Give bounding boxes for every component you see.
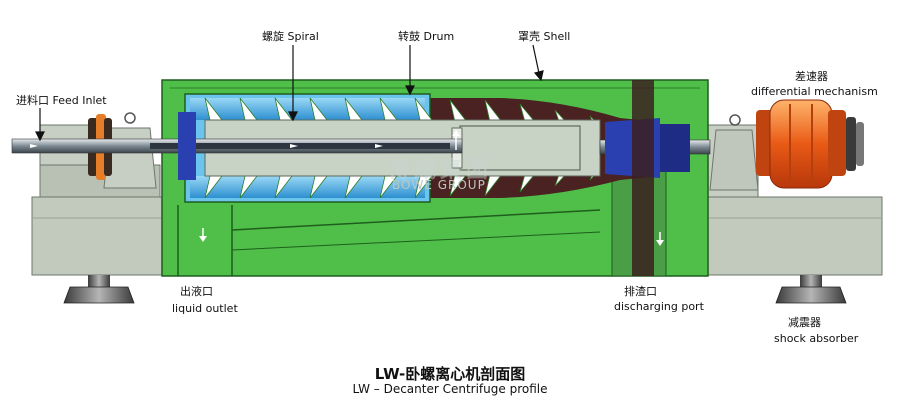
label-feed-inlet: 进料口 Feed Inlet: [16, 94, 107, 107]
label-shock-absorber-en: shock absorber: [774, 332, 859, 345]
discharge-chute: [632, 80, 654, 276]
label-shock-absorber-zh: 减震器: [788, 316, 821, 329]
caption-zh: LW-卧螺离心机剖面图: [374, 365, 526, 383]
label-differential-zh: 差速器: [795, 70, 828, 83]
watermark: BOWE GROUP: [392, 178, 486, 192]
shock-absorber-right: [775, 275, 847, 304]
left-bearing-assembly: [39, 112, 161, 198]
label-discharging-port-en: discharging port: [614, 300, 704, 313]
label-discharging-port-zh: 排渣口: [624, 285, 657, 298]
label-differential-en: differential mechanism: [751, 85, 878, 98]
callout-arrows: [35, 44, 544, 142]
label-liquid-outlet-en: liquid outlet: [172, 302, 238, 315]
shock-absorber-left: [63, 275, 135, 304]
watermark-logo: 博威集团: [388, 158, 493, 183]
inlet-end-cap: [178, 112, 196, 180]
differential-mechanism: [756, 99, 864, 189]
right-bearing-assembly: [707, 114, 759, 198]
label-liquid-outlet-zh: 出液口: [180, 285, 213, 298]
label-drum: 转鼓 Drum: [398, 30, 455, 43]
label-spiral: 螺旋 Spiral: [262, 30, 319, 43]
caption-en: LW – Decanter Centrifuge profile: [352, 382, 548, 396]
label-shell: 罩壳 Shell: [518, 30, 571, 43]
